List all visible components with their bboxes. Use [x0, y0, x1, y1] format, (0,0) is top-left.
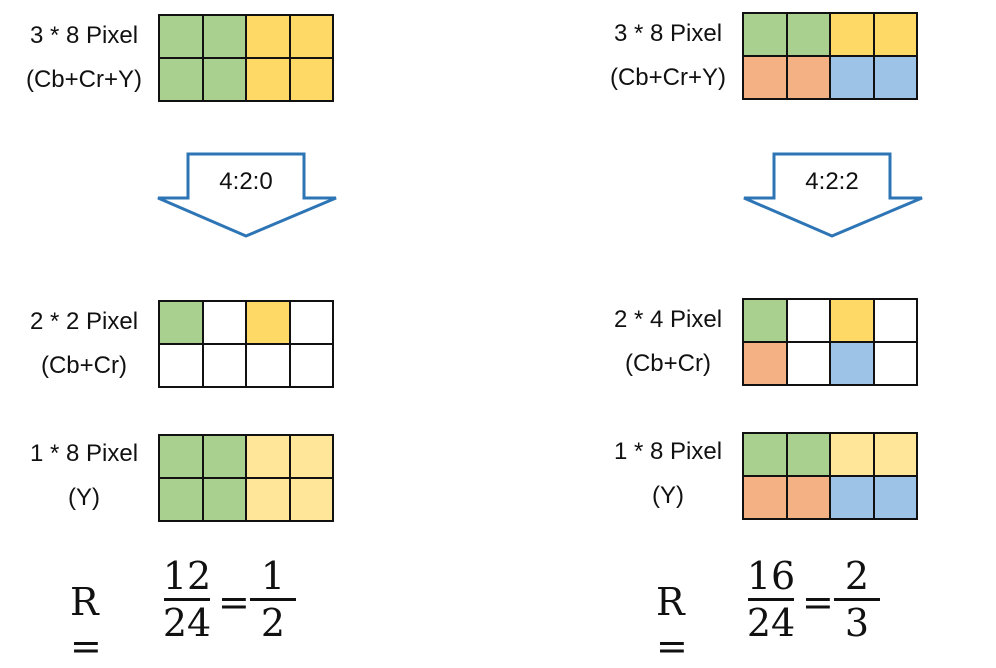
- arrow-label: 4:2:0: [219, 168, 272, 195]
- pixel-cell: [743, 433, 787, 476]
- pixel-cell: [159, 15, 203, 58]
- source-label: 3 * 8 Pixel (Cb+Cr+Y): [598, 20, 738, 92]
- source-pixel-grid: [158, 14, 334, 102]
- pixel-cell: [786, 433, 830, 476]
- formula-equals: =: [802, 580, 834, 624]
- luma-label-line2: (Y): [68, 484, 100, 511]
- chroma-label-line1: 2 * 4 Pixel: [613, 306, 723, 333]
- fraction-1-denominator: 24: [162, 601, 212, 645]
- chroma-pixel-grid: [742, 298, 918, 386]
- pixel-cell: [202, 344, 246, 387]
- fraction-2-numerator: 1: [260, 554, 286, 598]
- formula-equals: =: [218, 580, 250, 624]
- source-label-line1: 3 * 8 Pixel: [613, 20, 723, 47]
- pixel-cell: [202, 58, 246, 101]
- pixel-cell: [202, 478, 246, 521]
- pixel-cell: [246, 478, 290, 521]
- pixel-cell: [246, 301, 290, 344]
- fraction-bar: [834, 598, 880, 601]
- panel-left: 3 * 8 Pixel (Cb+Cr+Y) 4:2:0 2 * 2 Pixel …: [0, 0, 498, 668]
- luma-label-line1: 1 * 8 Pixel: [29, 440, 139, 467]
- fraction-1-numerator: 16: [746, 554, 796, 598]
- pixel-cell: [246, 344, 290, 387]
- pixel-cell: [159, 58, 203, 101]
- pixel-cell: [873, 13, 917, 56]
- pixel-cell: [289, 344, 333, 387]
- fraction-2: 1 2: [248, 554, 298, 645]
- source-label-line2: (Cb+Cr+Y): [609, 64, 727, 91]
- pixel-cell: [159, 478, 203, 521]
- pixel-cell: [830, 476, 874, 519]
- pixel-cell: [246, 435, 290, 478]
- pixel-cell: [289, 58, 333, 101]
- source-label-line2: (Cb+Cr+Y): [25, 66, 143, 93]
- pixel-cell: [786, 13, 830, 56]
- pixel-cell: [202, 15, 246, 58]
- chroma-label: 2 * 2 Pixel (Cb+Cr): [14, 308, 154, 380]
- pixel-cell: [743, 476, 787, 519]
- luma-pixel-grid: [158, 434, 334, 522]
- fraction-bar: [250, 598, 296, 601]
- pixel-cell: [786, 56, 830, 99]
- luma-pixel-grid: [742, 432, 918, 520]
- pixel-cell: [202, 435, 246, 478]
- luma-label: 1 * 8 Pixel (Y): [14, 440, 154, 512]
- pixel-cell: [202, 301, 246, 344]
- pixel-cell: [830, 299, 874, 342]
- pixel-cell: [246, 58, 290, 101]
- fraction-bar: [164, 598, 210, 601]
- pixel-cell: [743, 299, 787, 342]
- fraction-1: 16 24: [746, 554, 796, 645]
- pixel-cell: [159, 344, 203, 387]
- pixel-cell: [830, 13, 874, 56]
- chroma-label-line1: 2 * 2 Pixel: [29, 308, 139, 335]
- pixel-cell: [159, 435, 203, 478]
- fraction-1: 12 24: [162, 554, 212, 645]
- arrow-label: 4:2:2: [805, 168, 858, 195]
- fraction-2-numerator: 2: [844, 554, 870, 598]
- formula-lhs: R =: [656, 580, 688, 668]
- fraction-bar: [748, 598, 794, 601]
- chroma-label: 2 * 4 Pixel (Cb+Cr): [598, 306, 738, 378]
- pixel-cell: [743, 13, 787, 56]
- pixel-cell: [873, 433, 917, 476]
- pixel-cell: [830, 342, 874, 385]
- luma-label-line1: 1 * 8 Pixel: [613, 438, 723, 465]
- pixel-cell: [289, 478, 333, 521]
- pixel-cell: [786, 476, 830, 519]
- pixel-cell: [830, 433, 874, 476]
- formula-lhs: R =: [70, 580, 102, 668]
- pixel-cell: [873, 342, 917, 385]
- fraction-2: 2 3: [832, 554, 882, 645]
- pixel-cell: [873, 56, 917, 99]
- pixel-cell: [289, 15, 333, 58]
- pixel-cell: [289, 435, 333, 478]
- chroma-pixel-grid: [158, 300, 334, 388]
- pixel-cell: [873, 299, 917, 342]
- fraction-2-denominator: 2: [260, 601, 286, 645]
- fraction-1-denominator: 24: [746, 601, 796, 645]
- luma-label: 1 * 8 Pixel (Y): [598, 438, 738, 510]
- pixel-cell: [159, 301, 203, 344]
- source-label-line1: 3 * 8 Pixel: [29, 22, 139, 49]
- pixel-cell: [873, 476, 917, 519]
- chroma-label-line2: (Cb+Cr): [624, 350, 711, 377]
- down-arrow-icon: 4:2:2: [743, 152, 923, 238]
- fraction-1-numerator: 12: [162, 554, 212, 598]
- source-pixel-grid: [742, 12, 918, 100]
- pixel-cell: [786, 299, 830, 342]
- pixel-cell: [743, 342, 787, 385]
- pixel-cell: [830, 56, 874, 99]
- luma-label-line2: (Y): [652, 482, 684, 509]
- pixel-cell: [246, 15, 290, 58]
- pixel-cell: [786, 342, 830, 385]
- chroma-label-line2: (Cb+Cr): [40, 352, 127, 379]
- pixel-cell: [743, 56, 787, 99]
- panel-right: 3 * 8 Pixel (Cb+Cr+Y) 4:2:2 2 * 4 Pixel …: [498, 0, 996, 668]
- down-arrow-icon: 4:2:0: [157, 152, 337, 238]
- pixel-cell: [289, 301, 333, 344]
- fraction-2-denominator: 3: [844, 601, 870, 645]
- source-label: 3 * 8 Pixel (Cb+Cr+Y): [14, 22, 154, 94]
